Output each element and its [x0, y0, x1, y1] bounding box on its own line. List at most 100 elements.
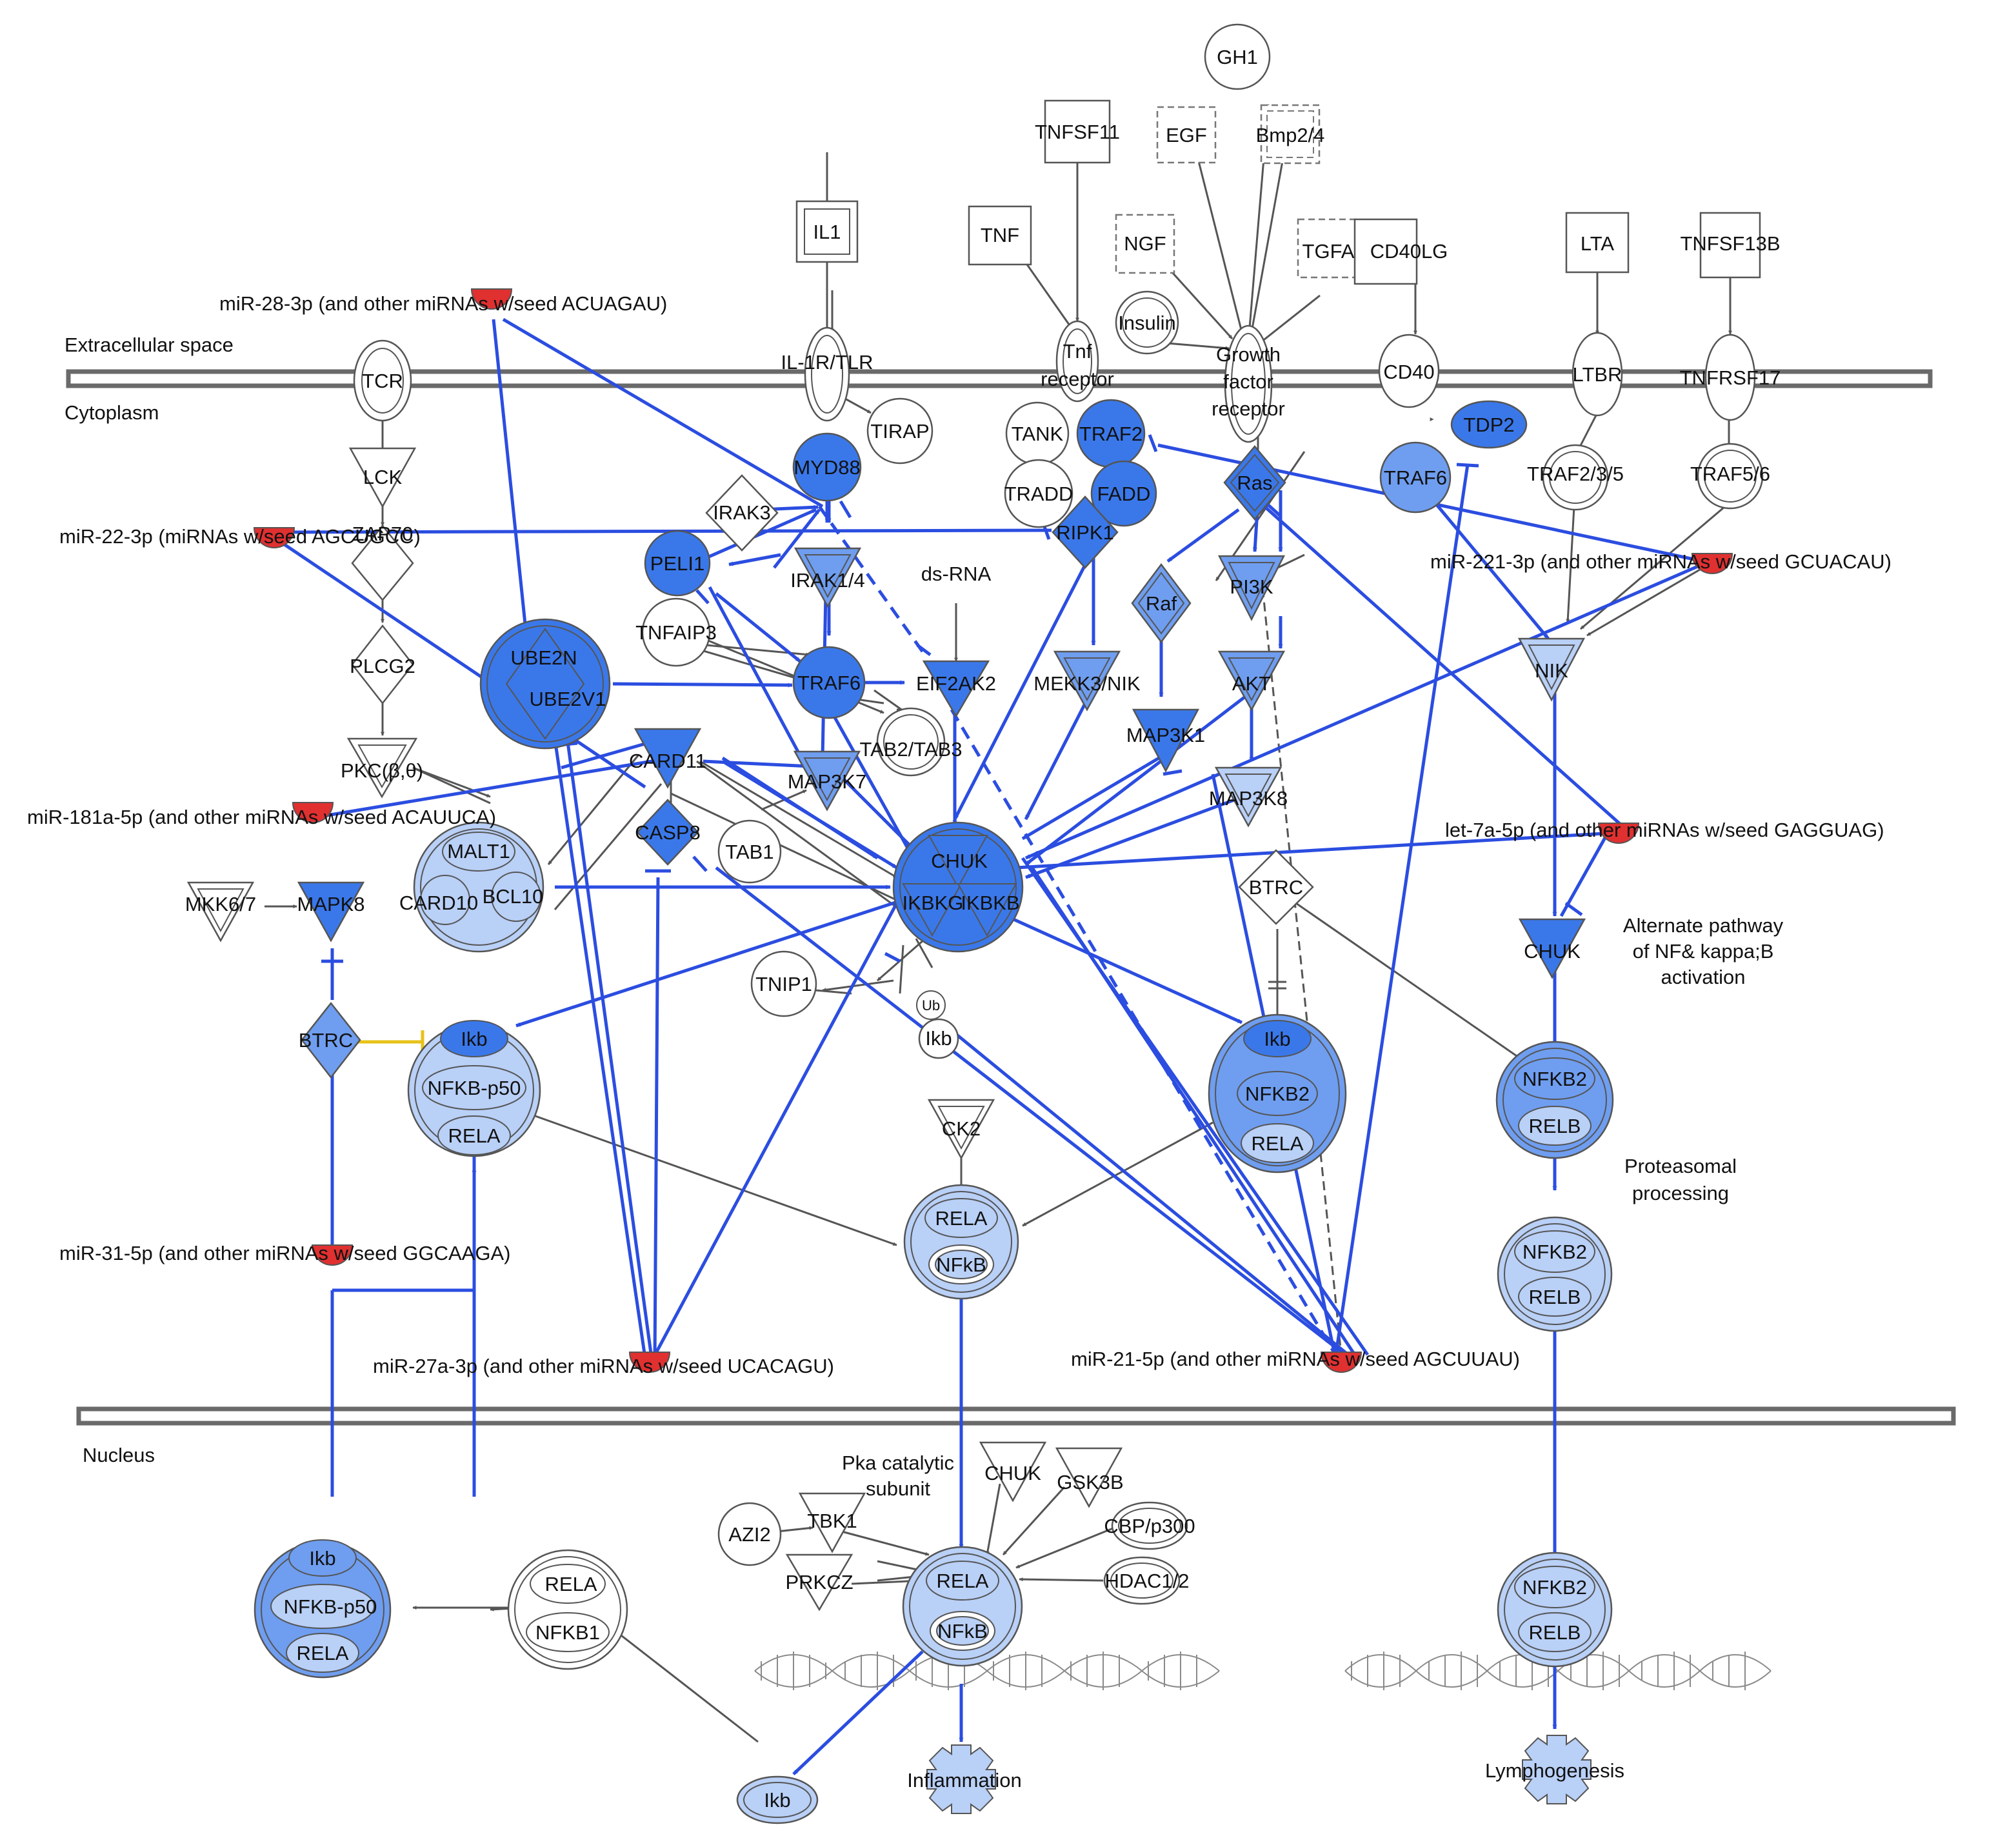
tbk1-node[interactable]: TBK1 [798, 1492, 866, 1553]
gsk3b-node[interactable]: GSK3B [1055, 1447, 1124, 1508]
mir21-label[interactable]: miR-21-5p (and other miRNAs w/seed AGCUU… [1071, 1348, 1520, 1370]
akt-label: AKT [1232, 672, 1271, 695]
fadd-node[interactable]: FADD [1090, 460, 1157, 527]
myd88-node[interactable]: MYD88 [792, 432, 862, 502]
ngf-node[interactable]: NGF [1115, 214, 1175, 274]
lta-node[interactable]: LTA [1565, 212, 1630, 274]
plcg2-node[interactable]: PLCG2 [350, 624, 415, 705]
mir28-label[interactable]: miR-28-3p (and other miRNAs w/seed ACUAG… [219, 292, 667, 315]
zap70-label: ZAP70 [352, 523, 414, 545]
tcr-node[interactable]: TCR [353, 339, 412, 422]
tnfsf13b-node[interactable]: TNFSF13B [1680, 212, 1781, 279]
tab1-node[interactable]: TAB1 [717, 819, 782, 884]
lck-node[interactable]: LCK [348, 447, 417, 508]
tank-node[interactable]: TANK [1005, 401, 1070, 466]
tirap-node[interactable]: TIRAP [866, 397, 933, 464]
map3k7-node[interactable]: MAP3K7 [788, 750, 866, 812]
nfkb2-complex-3[interactable]: NFKB2 RELB [1495, 1041, 1614, 1159]
traf6-node[interactable]: TRAF6 [792, 646, 866, 719]
btrc-mid-node[interactable]: BTRC [1238, 849, 1314, 925]
traf6-top-node[interactable]: TRAF6 [1379, 441, 1452, 514]
akt-node[interactable]: AKT [1217, 650, 1286, 712]
tnfaip3-node[interactable]: TNFAIP3 [635, 597, 717, 667]
il1r-tlr-node[interactable]: IL-1R/TLR [781, 326, 873, 422]
lymphogenesis-node[interactable]: Lymphogenesis [1485, 1735, 1624, 1804]
nik-node[interactable]: NIK [1517, 637, 1586, 702]
ras-inner-shape [1230, 454, 1280, 512]
map3k1-node[interactable]: MAP3K1 [1126, 708, 1205, 773]
map3k8-shape [1214, 766, 1282, 828]
malt1-complex[interactable]: MALT1 CARD10 BCL10 [399, 821, 544, 953]
eif2ak2-node[interactable]: EIF2AK2 [916, 660, 996, 718]
cd40lg-node[interactable]: CD40LG [1353, 218, 1448, 285]
nfkb-complex-8[interactable]: RELA NFkB [902, 1546, 1023, 1667]
insulin-node[interactable]: Insulin [1115, 290, 1179, 355]
tab2tab3-node[interactable]: TAB2/TAB3 [859, 707, 963, 777]
casp8-node[interactable]: CASP8 [635, 799, 701, 866]
prkcz-node[interactable]: PRKCZ [785, 1553, 853, 1612]
irak14-node[interactable]: IRAK1/4 [790, 547, 865, 608]
mapk8-node[interactable]: MAPK8 [297, 881, 365, 943]
btrc-left-node[interactable]: BTRC [299, 1001, 361, 1079]
ube2n-ube2v1-complex[interactable]: UBE2N UBE2V1 [479, 618, 611, 750]
azi2-node[interactable]: AZI2 [717, 1502, 782, 1566]
nfkb-p50-complex-6[interactable]: Ikb NFKB-p50 RELA [254, 1539, 392, 1679]
pkc-node[interactable]: PKC(β,θ) [341, 737, 423, 799]
traf56-node[interactable]: TRAF5/6 [1690, 443, 1770, 510]
tdp2-node[interactable]: TDP2 [1450, 400, 1528, 449]
traf2-node[interactable]: TRAF2 [1076, 399, 1146, 468]
il1-node[interactable]: IL1 [795, 200, 859, 263]
tnf-receptor-node[interactable]: Tnf receptor [1041, 320, 1114, 403]
nfkb-p50-complex-1[interactable]: Ikb NFKB-p50 RELA [407, 1020, 541, 1157]
peli1-node[interactable]: PELI1 [644, 530, 711, 597]
cd40-node[interactable]: CD40 [1378, 334, 1440, 408]
map3k8-node[interactable]: MAP3K8 [1209, 766, 1288, 828]
mir22-label[interactable]: miR-22-3p (miRNAs w/seed AGCUGCC) [59, 525, 421, 548]
bmp24-node[interactable]: Bmp2/4 [1256, 104, 1325, 165]
traf235-node[interactable]: TRAF2/3/5 [1527, 444, 1624, 511]
ripk1-node[interactable]: RIPK1 [1052, 495, 1119, 569]
peli1-label: PELI1 [650, 552, 704, 575]
ltbr-node[interactable]: LTBR [1572, 332, 1623, 417]
mir27-label[interactable]: miR-27a-3p (and other miRNAs w/seed UCAC… [373, 1355, 834, 1377]
rela-nfkb1-complex-7[interactable]: RELA NFKB1 [507, 1549, 628, 1670]
tgfa-node[interactable]: TGFA [1297, 218, 1357, 279]
tradd-node[interactable]: TRADD [1004, 459, 1073, 528]
ikb-out-node[interactable]: Ikb [736, 1775, 819, 1824]
nfkb2-complex-2[interactable]: Ikb NFKB2 RELA [1208, 1013, 1347, 1173]
nfkb2-complex-9[interactable]: NFKB2 RELB [1497, 1552, 1613, 1668]
mir181-label[interactable]: miR-181a-5p (and other miRNAs w/seed ACA… [27, 806, 496, 828]
nfkb-complex-4[interactable]: RELA NFkB [903, 1184, 1019, 1300]
chuk-alt-node[interactable]: CHUK [1518, 918, 1586, 979]
ub-node[interactable]: Ub [916, 990, 946, 1020]
let7-label[interactable]: let-7a-5p (and other miRNAs w/seed GAGGU… [1445, 819, 1884, 841]
pi3k-node[interactable]: PI3K [1217, 555, 1286, 621]
egf-node[interactable]: EGF [1156, 106, 1217, 164]
chuk-nuc-node[interactable]: CHUK [979, 1441, 1047, 1503]
tnf-node[interactable]: TNF [968, 205, 1032, 266]
tnfrsf17-node[interactable]: TNFRSF17 [1680, 334, 1781, 421]
gf-receptor-node[interactable]: Growth factor receptor [1212, 324, 1285, 443]
ikb-out-label: Ikb [764, 1789, 790, 1812]
card11-node[interactable]: CARD11 [629, 728, 706, 789]
zap70-node[interactable]: ZAP70 [351, 523, 414, 601]
raf-node[interactable]: Raf [1131, 563, 1192, 644]
hdac-node[interactable]: HDAC1/2 [1103, 1556, 1189, 1605]
tnfsf11-node[interactable]: TNFSF11 [1035, 99, 1120, 164]
gh1-node[interactable]: GH1 [1204, 23, 1271, 90]
inflammation-node[interactable]: Inflammation [907, 1744, 1022, 1814]
nfkb2-complex-5[interactable]: NFKB2 RELB [1497, 1216, 1613, 1332]
ck2-node[interactable]: CK2 [927, 1099, 995, 1160]
mekk3nik-node[interactable]: MEKK3/NIK [1033, 650, 1141, 712]
dsrna-node[interactable]: ds-RNA [921, 563, 992, 585]
mkk67-node[interactable]: MKK6/7 [185, 881, 256, 943]
tnip1-node[interactable]: TNIP1 [750, 950, 817, 1017]
cbp-node[interactable]: CBP/p300 [1104, 1501, 1195, 1550]
pka-node[interactable]: Pka catalytic subunit [842, 1452, 954, 1500]
ikb-free-node[interactable]: Ikb [918, 1018, 959, 1059]
mir221-label[interactable]: miR-221-3p (and other miRNAs w/seed GCUA… [1430, 550, 1891, 573]
ras-node[interactable]: Ras [1223, 445, 1286, 521]
ikk-complex[interactable]: CHUK IKBKG IKBKB [892, 821, 1024, 953]
irak3-node[interactable]: IRAK3 [705, 474, 779, 552]
mir31-label[interactable]: miR-31-5p (and other miRNAs w/seed GGCAA… [59, 1242, 510, 1264]
